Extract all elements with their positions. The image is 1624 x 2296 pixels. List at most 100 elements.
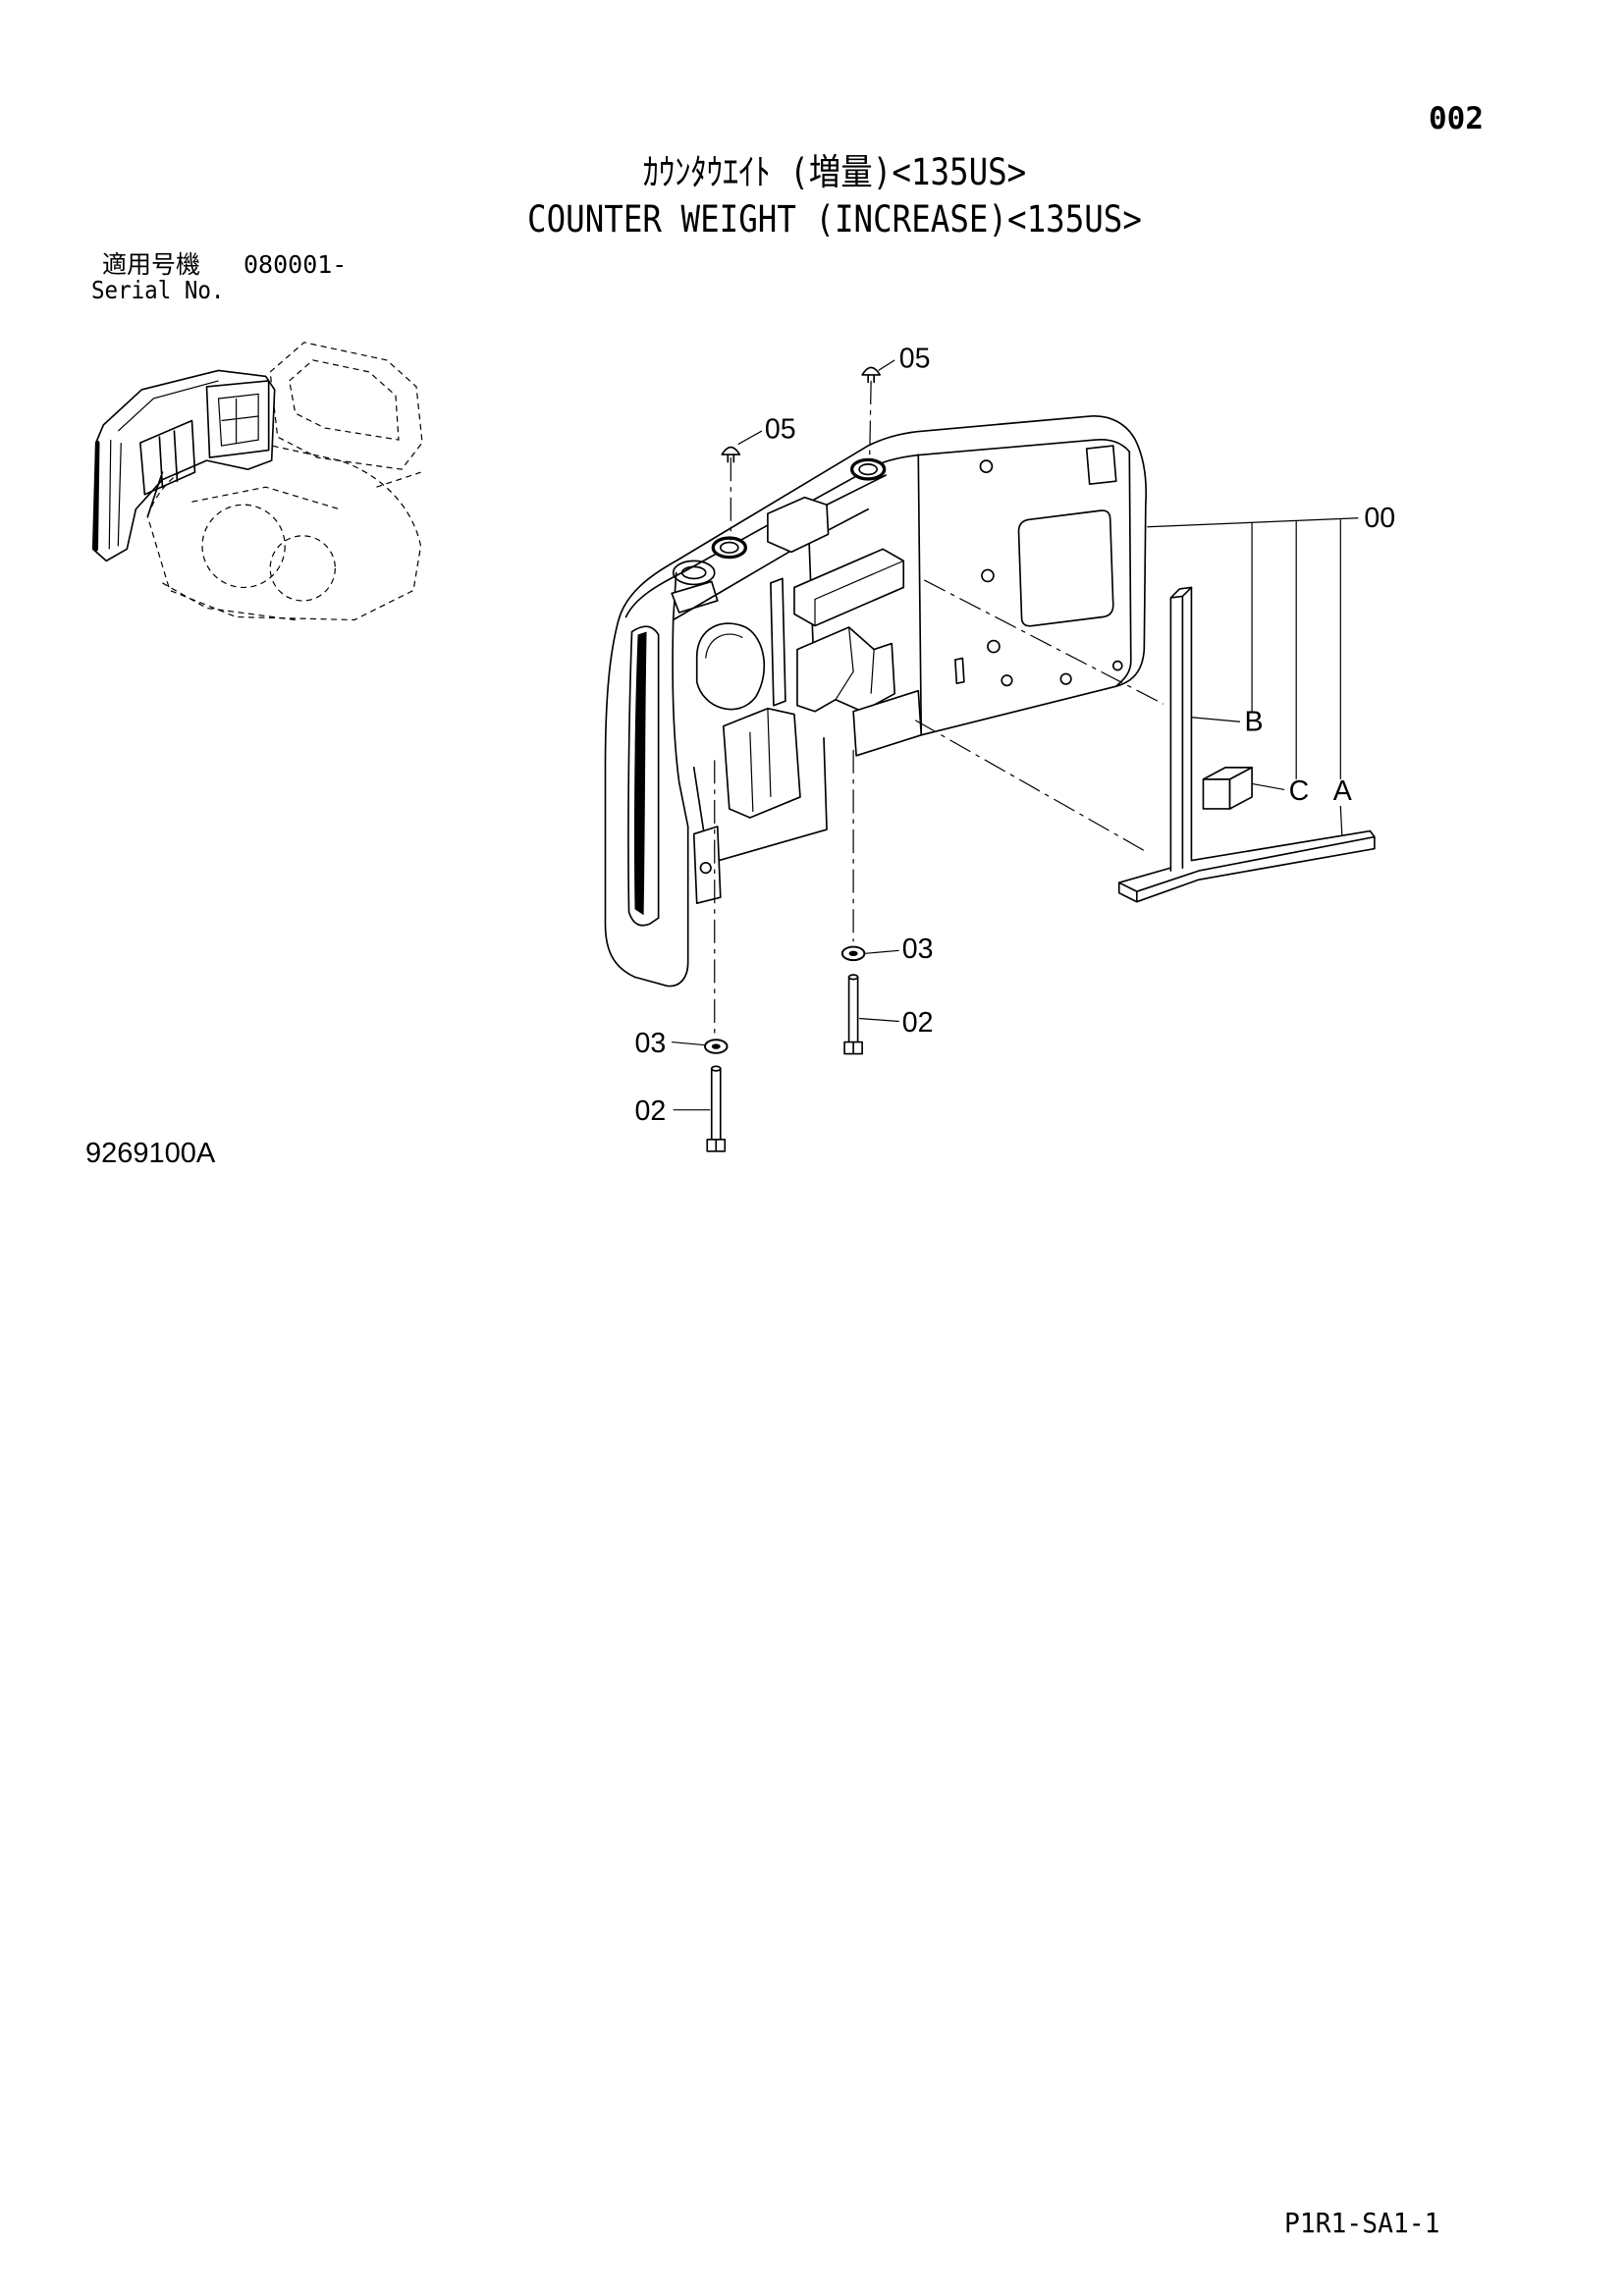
pin-left-stem (727, 454, 735, 463)
rear-panel-tab (1085, 445, 1117, 486)
lifting-recess (672, 560, 716, 586)
cab-window (289, 359, 400, 441)
stand-alignment-line (923, 579, 1164, 705)
rib-block (793, 548, 905, 627)
figure-code: 9269100A (85, 1138, 216, 1169)
rib-lower-left-edges (749, 708, 772, 813)
counterweight-outline (604, 415, 1147, 979)
location-inset (91, 342, 423, 621)
bolt-right-head (843, 1041, 863, 1055)
front-slot-outline (627, 625, 660, 927)
pin-hole-left (711, 536, 747, 560)
page-number: 002 (1429, 101, 1484, 136)
pin-holes (711, 457, 887, 560)
rib-vertical (770, 577, 786, 707)
bracket-hole (699, 862, 712, 875)
leader-washer-left (672, 1041, 705, 1046)
inset-counterweight-body (91, 369, 276, 562)
inset-rear-panel (205, 380, 270, 458)
lifting-recess-inner (680, 565, 707, 580)
serial-label-japanese: 適用号機 (102, 250, 201, 279)
serial-number-value: 080001- (244, 250, 348, 279)
callout-c: C (1289, 775, 1310, 807)
leader-lines (672, 359, 1359, 1111)
machine-outline-dashed (146, 342, 423, 621)
cab-outline (269, 342, 423, 470)
pin-top-stem (867, 374, 875, 384)
front-bottom-edge (633, 826, 689, 988)
rib-lower-left (722, 707, 801, 819)
bolt-right-shaft (847, 976, 859, 1043)
rib-upper (767, 496, 830, 554)
inner-ribs (692, 496, 923, 905)
pin-left (721, 446, 741, 463)
callout-assembly: 00 (1364, 503, 1395, 534)
callout-b: B (1245, 706, 1264, 737)
callout-labels: 05 05 00 B C A 03 02 03 02 (635, 343, 1396, 1127)
base-a (1117, 829, 1376, 903)
callout-washer-right: 03 (902, 934, 934, 965)
pin-left-head (721, 446, 741, 455)
pin-hole-top (849, 457, 887, 481)
mount-hole (1111, 660, 1123, 671)
pin-top (861, 366, 881, 384)
stand-alignment-line (914, 720, 1150, 854)
leader-washer-right (865, 949, 899, 954)
inset-counterweight-edges (108, 380, 219, 550)
rib-saddle (796, 626, 896, 713)
top-rim-inner-edge (624, 438, 1131, 618)
mount-hole (981, 568, 995, 583)
block-c-side (1228, 767, 1253, 810)
leader-c (1251, 782, 1285, 791)
inner-wall-cutout-edge (705, 633, 743, 659)
pin-hole-top-inner (858, 463, 878, 476)
mount-hole (987, 639, 1001, 654)
counterweight-assembly (604, 415, 1147, 988)
callout-bolt-left: 02 (635, 1095, 667, 1127)
leader-assembly (1147, 517, 1359, 528)
inset-rib (139, 419, 196, 518)
pin-top-axis (869, 380, 872, 461)
center-lines (714, 380, 1164, 1034)
bracket-lower (692, 826, 722, 905)
mount-hole (1001, 674, 1013, 687)
footer-code: P1R1-SA1-1 (1284, 2207, 1440, 2239)
support-stand (1117, 586, 1376, 903)
bolt-right-tip (847, 974, 859, 981)
title-english: COUNTER WEIGHT (INCREASE)<135US> (527, 198, 1142, 240)
top-tab (671, 580, 719, 614)
mount-hole (979, 459, 994, 473)
callout-bolt-right: 02 (902, 1007, 934, 1039)
inner-wall-cutout (695, 622, 766, 711)
callout-pin-top: 05 (899, 343, 931, 374)
rear-panel-edges (917, 451, 1132, 736)
leader-pin-top (878, 359, 895, 371)
bolt-left-tip (710, 1065, 722, 1072)
mount-hole (1059, 672, 1072, 685)
inset-rim (93, 440, 100, 552)
engine-cover-outline (146, 442, 422, 621)
callout-pin-left: 05 (765, 414, 796, 446)
engine-outline (201, 504, 286, 589)
rib-lower-right (852, 689, 923, 757)
callout-a: A (1333, 775, 1352, 807)
title-japanese: ｶｳﾝﾀｳｴｲﾄ (増量)<135US> (642, 151, 1027, 193)
bolt-right-set (840, 945, 866, 1055)
post-b (1169, 586, 1193, 872)
post-top (1169, 586, 1193, 599)
frame-outline (162, 471, 421, 621)
callout-washer-left: 03 (635, 1028, 667, 1059)
bolt-left-head (706, 1138, 727, 1152)
rib-saddle-edges (835, 626, 875, 701)
washer-left-hole (711, 1043, 721, 1049)
pin-hole-left-inner (719, 541, 739, 554)
front-slot-shadow (633, 631, 647, 916)
rear-panel-window (1017, 509, 1114, 627)
leader-pin-left (737, 430, 763, 446)
leader-bolt-right (859, 1017, 899, 1023)
pump-outline (269, 535, 336, 602)
leader-b (1191, 717, 1241, 722)
panel-slot (954, 657, 965, 684)
rear-panel-holes (954, 459, 1123, 687)
